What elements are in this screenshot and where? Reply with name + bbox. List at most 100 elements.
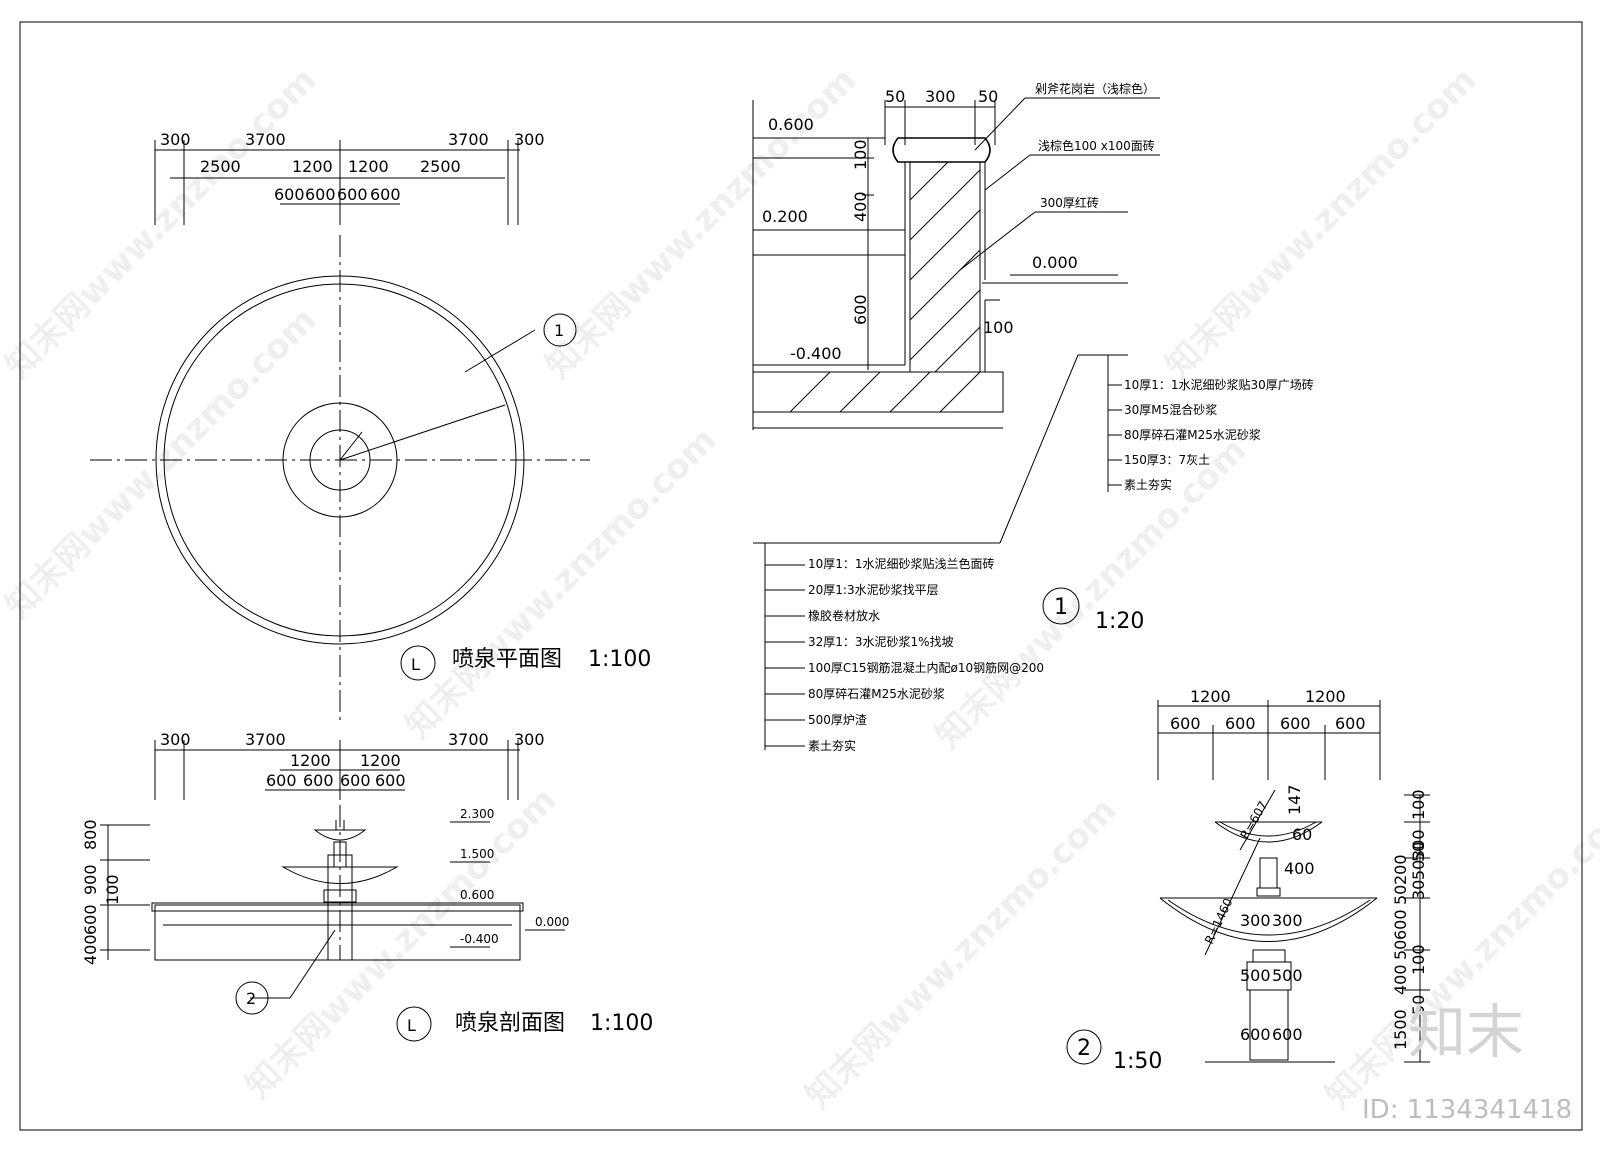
section-level-2300: 2.300 xyxy=(460,807,494,821)
plan-callout-number: 1 xyxy=(554,321,564,340)
detail2-inner-400: 400 xyxy=(1284,859,1315,878)
detail1-dim-300: 300 xyxy=(925,87,956,106)
detail1-scale: 1:20 xyxy=(1095,609,1144,634)
plan-dim-300-left: 300 xyxy=(160,130,191,149)
detail1-level-minus-0400: -0.400 xyxy=(790,344,842,363)
detail1-number: 1 xyxy=(1054,595,1068,620)
watermark-text-7: 知末网www.znzmo.com xyxy=(238,780,564,1106)
plan-dim-600-b: 600 xyxy=(305,185,336,204)
watermark-text-4: 知末网www.znzmo.com xyxy=(398,420,724,746)
detail2-right-dim-1500: 1500 xyxy=(1391,1009,1410,1050)
plan-dim-600-a: 600 xyxy=(274,185,305,204)
detail2-right-dim-50-b: 50 xyxy=(1409,842,1428,862)
detail2-right-dim-30: 30 xyxy=(1409,880,1428,900)
detail2-right-dim-50-e: 50 xyxy=(1409,995,1428,1015)
section-scale: 1:100 xyxy=(590,1011,653,1036)
detail1-right-layer-4: 150厚3：7灰土 xyxy=(1124,453,1210,467)
detail1-right-layer-5: 素土夯实 xyxy=(1124,477,1172,492)
plan-dim-1200-left: 1200 xyxy=(292,157,333,176)
section-dim-300-right: 300 xyxy=(514,730,545,749)
watermark-text-9: 知末网www.znzmo.com xyxy=(1318,790,1600,1116)
detail1-left-layer-1: 10厚1：1水泥细砂浆贴浅兰色面砖 xyxy=(808,556,995,571)
plan-dim-300-right: 300 xyxy=(514,130,545,149)
detail1-label-tile: 浅棕色100 x100面砖 xyxy=(1038,138,1155,153)
detail2-inner-500-right: 500 xyxy=(1272,966,1303,985)
detail2-right-dim-100-b: 100 xyxy=(1409,944,1428,975)
detail2-inner-147: 147 xyxy=(1285,784,1304,815)
detail2-scale: 1:50 xyxy=(1113,1049,1162,1074)
section-left-dim-800: 800 xyxy=(81,819,100,850)
detail1-dim-100: 100 xyxy=(983,318,1014,337)
detail2-inner-300-right: 300 xyxy=(1272,911,1303,930)
detail2-right-dim-100: 100 xyxy=(1409,789,1428,820)
detail1-side-dim-600: 600 xyxy=(851,294,870,325)
section-title-symbol: L xyxy=(407,1016,416,1035)
detail1-left-layer-6: 80厚碎石灌M25水泥砂浆 xyxy=(808,686,945,701)
detail1-label-granite: 剁斧花岗岩（浅棕色） xyxy=(1035,81,1155,96)
section-left-dim-100: 100 xyxy=(103,874,122,905)
detail1-right-layer-1: 10厚1：1水泥细砂浆贴30厚广场砖 xyxy=(1124,377,1314,392)
detail-2-fountain-column: 1200 1200 600 600 600 600 R=607 R=1460 6… xyxy=(1066,687,1430,1074)
detail2-inner-600-left: 600 xyxy=(1240,1025,1271,1044)
detail2-top-600-b: 600 xyxy=(1225,714,1256,733)
section-callout-number: 2 xyxy=(246,989,256,1008)
section-level-minus-0400: -0.400 xyxy=(460,932,499,946)
detail2-top-1200-left: 1200 xyxy=(1190,687,1231,706)
section-dim-3700-left: 3700 xyxy=(245,730,286,749)
section-left-dim-600: 600 xyxy=(81,904,100,935)
plan-dim-1200-right: 1200 xyxy=(348,157,389,176)
plan-dim-3700-right: 3700 xyxy=(448,130,489,149)
detail1-right-layer-list: 10厚1：1水泥细砂浆贴30厚广场砖 30厚M5混合砂浆 80厚碎石灌M25水泥… xyxy=(1108,377,1314,492)
detail2-top-1200-right: 1200 xyxy=(1305,687,1346,706)
detail-1-pool-wall: 50 300 50 100 400 600 0.600 0.200 0.000 … xyxy=(752,81,1314,753)
detail1-left-layer-4: 32厚1：3水泥砂浆1%找坡 xyxy=(808,634,954,649)
detail1-level-0600: 0.600 xyxy=(768,115,814,134)
section-title: 喷泉剖面图 xyxy=(455,1011,565,1036)
watermark-logo: 知末 xyxy=(1408,998,1524,1066)
detail2-top-600-a: 600 xyxy=(1170,714,1201,733)
detail2-right-dim-400: 400 xyxy=(1391,964,1410,995)
section-dim-600-d: 600 xyxy=(375,771,406,790)
section-dim-1200-right: 1200 xyxy=(360,751,401,770)
section-level-0600: 0.600 xyxy=(460,888,494,902)
detail2-right-dim-50-a: 50 xyxy=(1409,860,1428,880)
detail1-level-0000: 0.000 xyxy=(1032,253,1078,272)
plan-dim-600-c: 600 xyxy=(337,185,368,204)
section-level-1500: 1.500 xyxy=(460,847,494,861)
section-dim-600-a: 600 xyxy=(266,771,297,790)
detail2-top-600-d: 600 xyxy=(1335,714,1366,733)
detail1-right-layer-3: 80厚碎石灌M25水泥砂浆 xyxy=(1124,427,1261,442)
detail1-dim-50-right: 50 xyxy=(978,87,998,106)
detail2-radius-1460: R=1460 xyxy=(1202,896,1235,946)
watermark-text-6: 知末网www.znzmo.com xyxy=(1158,60,1484,386)
detail1-left-layer-8: 素土夯实 xyxy=(808,738,856,753)
detail2-inner-60: 60 xyxy=(1292,825,1312,844)
detail1-side-dim-400: 400 xyxy=(851,191,870,222)
section-level-0000: 0.000 xyxy=(535,915,569,929)
detail2-inner-500-left: 500 xyxy=(1240,966,1271,985)
section-dim-300-left: 300 xyxy=(160,730,191,749)
section-dim-600-b: 600 xyxy=(303,771,334,790)
detail1-dim-50-left: 50 xyxy=(885,87,905,106)
section-left-dim-400: 400 xyxy=(81,934,100,965)
detail2-right-dim-600: 600 xyxy=(1391,909,1410,940)
detail2-right-dim-50-c: 50 xyxy=(1391,885,1410,905)
plan-dim-2500-right: 2500 xyxy=(420,157,461,176)
watermark-text-5: 知末网www.znzmo.com xyxy=(928,430,1254,756)
detail2-right-dim-50-d: 50 xyxy=(1391,940,1410,960)
detail2-top-600-c: 600 xyxy=(1280,714,1311,733)
plan-dim-600-d: 600 xyxy=(370,185,401,204)
detail1-left-layer-list: 10厚1：1水泥细砂浆贴浅兰色面砖 20厚1:3水泥砂浆找平层 橡胶卷材放水 3… xyxy=(765,556,1044,753)
section-dim-1200-left: 1200 xyxy=(290,751,331,770)
detail2-inner-300-left: 300 xyxy=(1240,911,1271,930)
sheet-border xyxy=(19,21,1583,1131)
detail1-level-0200: 0.200 xyxy=(762,207,808,226)
detail2-right-dim-200: 200 xyxy=(1391,854,1410,885)
detail1-right-layer-2: 30厚M5混合砂浆 xyxy=(1124,402,1217,417)
detail1-side-dim-100: 100 xyxy=(851,139,870,170)
detail2-number: 2 xyxy=(1077,1036,1091,1061)
section-dim-3700-right: 3700 xyxy=(448,730,489,749)
plan-title-symbol: L xyxy=(411,655,420,674)
detail1-label-brick: 300厚红砖 xyxy=(1040,195,1099,210)
